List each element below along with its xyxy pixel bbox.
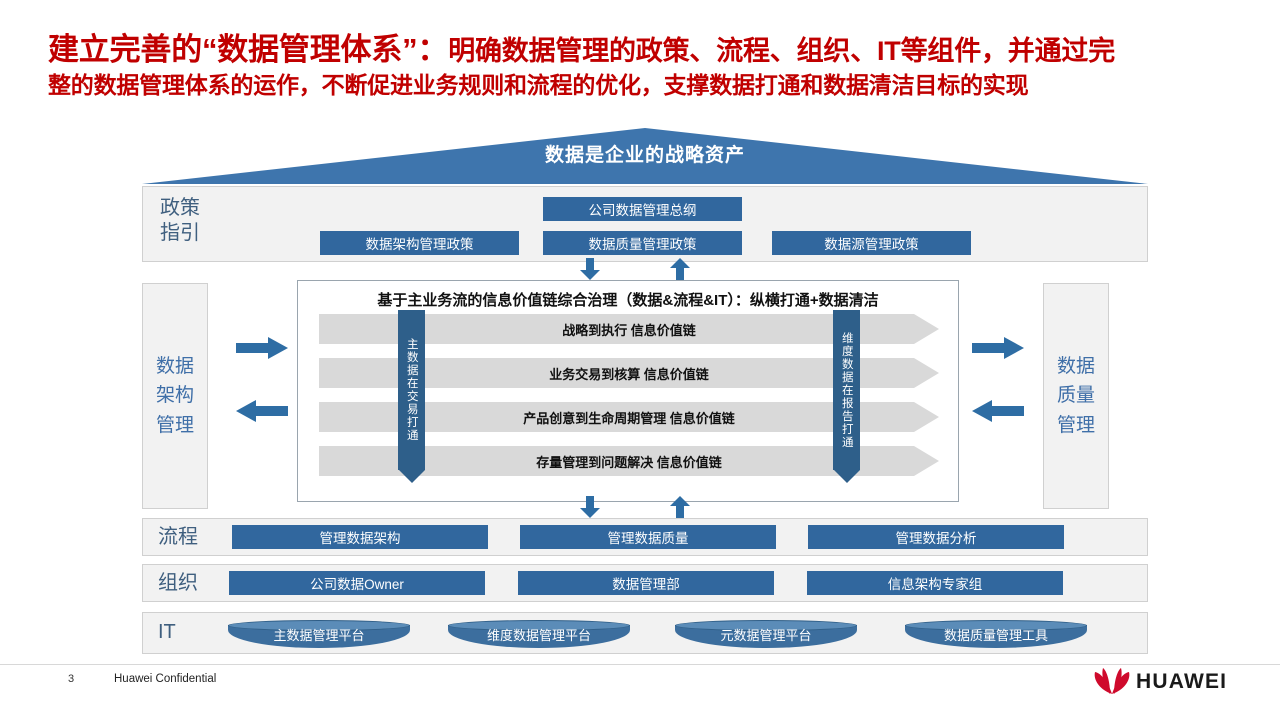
it-platform-2[interactable]: 元数据管理平台 bbox=[675, 620, 857, 648]
page-number: 3 bbox=[68, 673, 75, 685]
policy-box-1[interactable]: 数据质量管理政策 bbox=[543, 231, 742, 255]
organization-box-0[interactable]: 公司数据Owner bbox=[229, 571, 485, 595]
it-platform-1[interactable]: 维度数据管理平台 bbox=[448, 620, 630, 648]
pillar-right-line-0: 数据 bbox=[1056, 355, 1095, 377]
pillar-left-line-2: 管理 bbox=[155, 414, 194, 436]
it-platform-label-0: 主数据管理平台 bbox=[273, 627, 365, 643]
cylinder-body bbox=[228, 625, 410, 648]
arrow-down-center-to-process bbox=[578, 496, 602, 518]
vertical-arrow-dimension-data-label: 维度数据在报告打通 bbox=[840, 331, 853, 449]
pillar-left-line-1: 架构 bbox=[155, 385, 194, 407]
pillar-right-line-2: 管理 bbox=[1056, 414, 1095, 436]
cylinder-top bbox=[675, 620, 857, 631]
it-platform-label-3: 数据质量管理工具 bbox=[943, 627, 1048, 643]
policy-label-line-1: 政策 bbox=[160, 197, 200, 219]
process-label: 流程 bbox=[158, 526, 198, 548]
policy-label-line-2: 指引 bbox=[160, 222, 200, 244]
vertical-arrow-master-data: 主数据在交易打通 bbox=[398, 310, 425, 470]
cylinder-body bbox=[905, 625, 1087, 648]
page-title: 建立完善的“数据管理体系”：明确数据管理的政策、流程、组织、IT等组件，并通过完… bbox=[48, 32, 1248, 99]
it-label: IT bbox=[158, 621, 176, 643]
organization-box-1[interactable]: 数据管理部 bbox=[518, 571, 774, 595]
value-chain-label-0: 战略到执行 信息价值链 bbox=[562, 322, 696, 338]
organization-box-2[interactable]: 信息架构专家组 bbox=[807, 571, 1063, 595]
roof-title: 数据是企业的战略资产 bbox=[544, 145, 745, 166]
cylinder-body bbox=[675, 625, 857, 648]
it-platform-label-2: 元数据管理平台 bbox=[720, 627, 812, 643]
cylinder-top bbox=[448, 620, 630, 631]
process-box-0[interactable]: 管理数据架构 bbox=[232, 525, 488, 549]
center-governance-box: 基于主业务流的信息价值链综合治理（数据&流程&IT）：纵横打通+数据清洁 战略到… bbox=[297, 280, 959, 502]
cylinder-body bbox=[448, 625, 630, 648]
arrow-up-center-to-policy bbox=[668, 258, 692, 280]
huawei-logo-icon bbox=[1094, 668, 1130, 694]
pillar-left-line-0: 数据 bbox=[155, 355, 194, 377]
title-line-1-rest: 明确数据管理的政策、流程、组织、IT等组件，并通过完 bbox=[448, 36, 1115, 66]
arrow-right-left-pillar-to-center bbox=[236, 337, 288, 359]
policy-box-2[interactable]: 数据源管理政策 bbox=[772, 231, 971, 255]
value-chain-label-1: 业务交易到核算 信息价值链 bbox=[549, 366, 709, 382]
process-box-2[interactable]: 管理数据分析 bbox=[808, 525, 1064, 549]
roof-banner: 数据是企业的战略资产 bbox=[142, 128, 1148, 184]
brand-name: HUAWEI bbox=[1136, 670, 1228, 693]
process-box-1[interactable]: 管理数据质量 bbox=[520, 525, 776, 549]
title-line-2: 整的数据管理体系的运作，不断促进业务规则和流程的优化，支撑数据打通和数据清洁目标… bbox=[48, 71, 1029, 98]
it-platform-label-1: 维度数据管理平台 bbox=[486, 627, 591, 643]
roof-shape bbox=[142, 128, 1148, 184]
it-platform-0[interactable]: 主数据管理平台 bbox=[228, 620, 410, 648]
title-line-1: 建立完善的“数据管理体系”：明确数据管理的政策、流程、组织、IT等组件，并通过完 bbox=[48, 32, 1248, 69]
arrow-left-right-pillar-to-center bbox=[972, 400, 1024, 422]
value-chain-label-2: 产品创意到生命周期管理 信息价值链 bbox=[523, 410, 735, 426]
policy-label: 政策 指引 bbox=[160, 196, 200, 246]
arrow-left-center-to-left-pillar bbox=[236, 400, 288, 422]
vertical-arrow-master-data-label: 主数据在交易打通 bbox=[405, 338, 418, 442]
arrow-down-policy-to-center bbox=[578, 258, 602, 280]
policy-box-0[interactable]: 数据架构管理政策 bbox=[320, 231, 519, 255]
policy-top-box[interactable]: 公司数据管理总纲 bbox=[543, 197, 742, 221]
confidentiality-notice: Huawei Confidential bbox=[114, 673, 217, 685]
title-emphasis: 建立完善的“数据管理体系”： bbox=[48, 32, 449, 67]
arrow-right-center-to-right-pillar bbox=[972, 337, 1024, 359]
it-platform-3[interactable]: 数据质量管理工具 bbox=[905, 620, 1087, 648]
organization-label: 组织 bbox=[158, 572, 198, 594]
pillar-right-line-1: 质量 bbox=[1056, 385, 1095, 407]
value-chain-label-3: 存量管理到问题解决 信息价值链 bbox=[536, 454, 722, 470]
arrow-up-process-to-center bbox=[668, 496, 692, 518]
cylinder-top bbox=[905, 620, 1087, 631]
pillar-data-quality-management: 数据 质量 管理 bbox=[1043, 283, 1109, 509]
footer-divider bbox=[0, 664, 1280, 665]
pillar-data-architecture-management: 数据 架构 管理 bbox=[142, 283, 208, 509]
cylinder-top bbox=[228, 620, 410, 631]
vertical-arrow-dimension-data: 维度数据在报告打通 bbox=[833, 310, 860, 470]
center-box-title: 基于主业务流的信息价值链综合治理（数据&流程&IT）：纵横打通+数据清洁 bbox=[377, 292, 879, 309]
